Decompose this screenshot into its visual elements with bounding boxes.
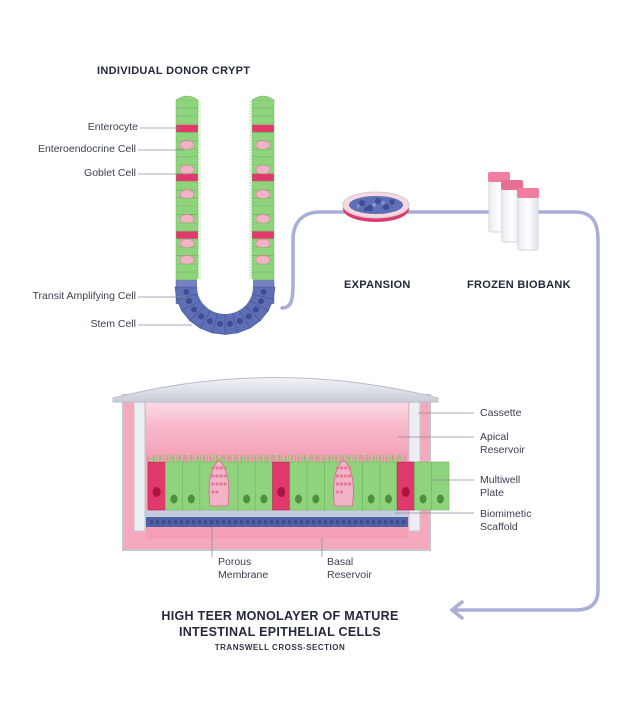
label-porous: Porous xyxy=(218,556,252,568)
label-transit-amplifying-cell: Transit Amplifying Cell xyxy=(32,290,136,302)
result-title-line-2: INTESTINAL EPITHELIAL CELLS xyxy=(178,625,382,639)
enterocyte-cell xyxy=(175,107,199,117)
enterocyte-cell xyxy=(175,99,199,108)
goblet-cell xyxy=(179,189,195,200)
enterocyte-cell xyxy=(251,157,275,166)
transit-amplifying-cell xyxy=(251,280,275,289)
transwell-illustration xyxy=(112,377,450,551)
goblet-cell xyxy=(179,255,195,265)
enterocyte-cell xyxy=(251,222,275,231)
process-flow-line xyxy=(280,210,600,612)
label-apical: Apical xyxy=(480,431,509,443)
label-goblet-cell: Goblet Cell xyxy=(84,167,136,179)
crypt-tip-right xyxy=(251,95,275,101)
frozen-vials-icon xyxy=(488,172,539,251)
flow-arrowhead xyxy=(450,600,464,620)
enterocyte-cell xyxy=(251,132,275,141)
goblet-cell xyxy=(255,214,271,224)
label-reservoir-apical: Reservoir xyxy=(480,444,525,456)
goblet-cell xyxy=(179,140,195,150)
petri-dish-icon xyxy=(342,191,410,222)
expansion-label: EXPANSION xyxy=(344,279,411,291)
frozen-biobank-label: FROZEN BIOBANK xyxy=(467,279,571,291)
enterocyte-cell xyxy=(175,271,199,281)
enterocyte-cell xyxy=(251,99,275,108)
goblet-cell xyxy=(179,238,195,249)
enterocyte-cell xyxy=(251,181,275,190)
label-stem-cell: Stem Cell xyxy=(90,318,136,330)
goblet-cell xyxy=(208,459,230,507)
goblet-cell xyxy=(255,255,271,265)
label-reservoir-basal: Reservoir xyxy=(327,569,372,581)
enterocyte-cell xyxy=(251,271,275,281)
result-title-line-1: HIGH TEER MONOLAYER OF MATURE xyxy=(161,609,399,623)
enterocyte-cell xyxy=(251,116,275,125)
crypt-leader-lines xyxy=(138,127,192,326)
enteroendocrine-cell xyxy=(147,461,166,511)
goblet-cell xyxy=(255,189,271,200)
enterocyte-cell xyxy=(251,107,275,117)
crypt-tip-left xyxy=(175,95,199,101)
goblet-cell xyxy=(179,214,195,224)
label-cassette: Cassette xyxy=(480,407,522,419)
enterocyte-cell xyxy=(175,206,199,215)
enterocyte-cell xyxy=(251,148,275,158)
enteroendocrine-cell xyxy=(175,230,199,240)
result-subtitle: TRANSWELL CROSS-SECTION xyxy=(214,643,346,652)
label-enteroendocrine-cell: Enteroendocrine Cell xyxy=(37,143,136,155)
crypt-title: INDIVIDUAL DONOR CRYPT xyxy=(97,65,251,77)
transwell-leader-lines xyxy=(211,412,474,557)
label-enterocyte: Enterocyte xyxy=(87,121,138,133)
enteroendocrine-cell xyxy=(251,173,275,182)
label-plate: Plate xyxy=(480,487,504,499)
enterocyte-cell xyxy=(431,461,450,511)
enterocyte-cell xyxy=(175,222,199,231)
enterocyte-cell xyxy=(175,157,199,166)
crypt-illustration xyxy=(174,95,276,335)
enterocyte-cell xyxy=(251,263,275,272)
transit-amplifying-cell xyxy=(175,280,199,289)
enterocyte-cell xyxy=(175,263,199,272)
label-multiwell: Multiwell xyxy=(480,474,521,486)
label-biomimetic: Biomimetic xyxy=(480,508,532,520)
label-basal: Basal xyxy=(327,556,354,568)
enterocyte-cell xyxy=(251,206,275,215)
goblet-cell xyxy=(255,140,271,150)
enteroendocrine-cell xyxy=(251,230,275,240)
enteroendocrine-cell xyxy=(251,124,275,133)
enterocyte-cell xyxy=(175,198,199,207)
enteroendocrine-cell xyxy=(175,173,199,182)
enterocyte-cell xyxy=(175,247,199,256)
enteroendocrine-cell xyxy=(272,461,291,511)
enterocyte-cell xyxy=(175,116,199,125)
goblet-cell xyxy=(255,164,271,175)
goblet-cell xyxy=(255,238,271,249)
goblet-cell xyxy=(179,164,195,175)
enterocyte-cell xyxy=(251,247,275,256)
enteroendocrine-cell xyxy=(396,461,415,511)
label-scaffold: Scaffold xyxy=(480,521,518,533)
enterocyte-cell xyxy=(175,132,199,141)
enterocyte-cell xyxy=(175,181,199,190)
enterocyte-cell xyxy=(251,198,275,207)
label-membrane: Membrane xyxy=(218,569,269,581)
